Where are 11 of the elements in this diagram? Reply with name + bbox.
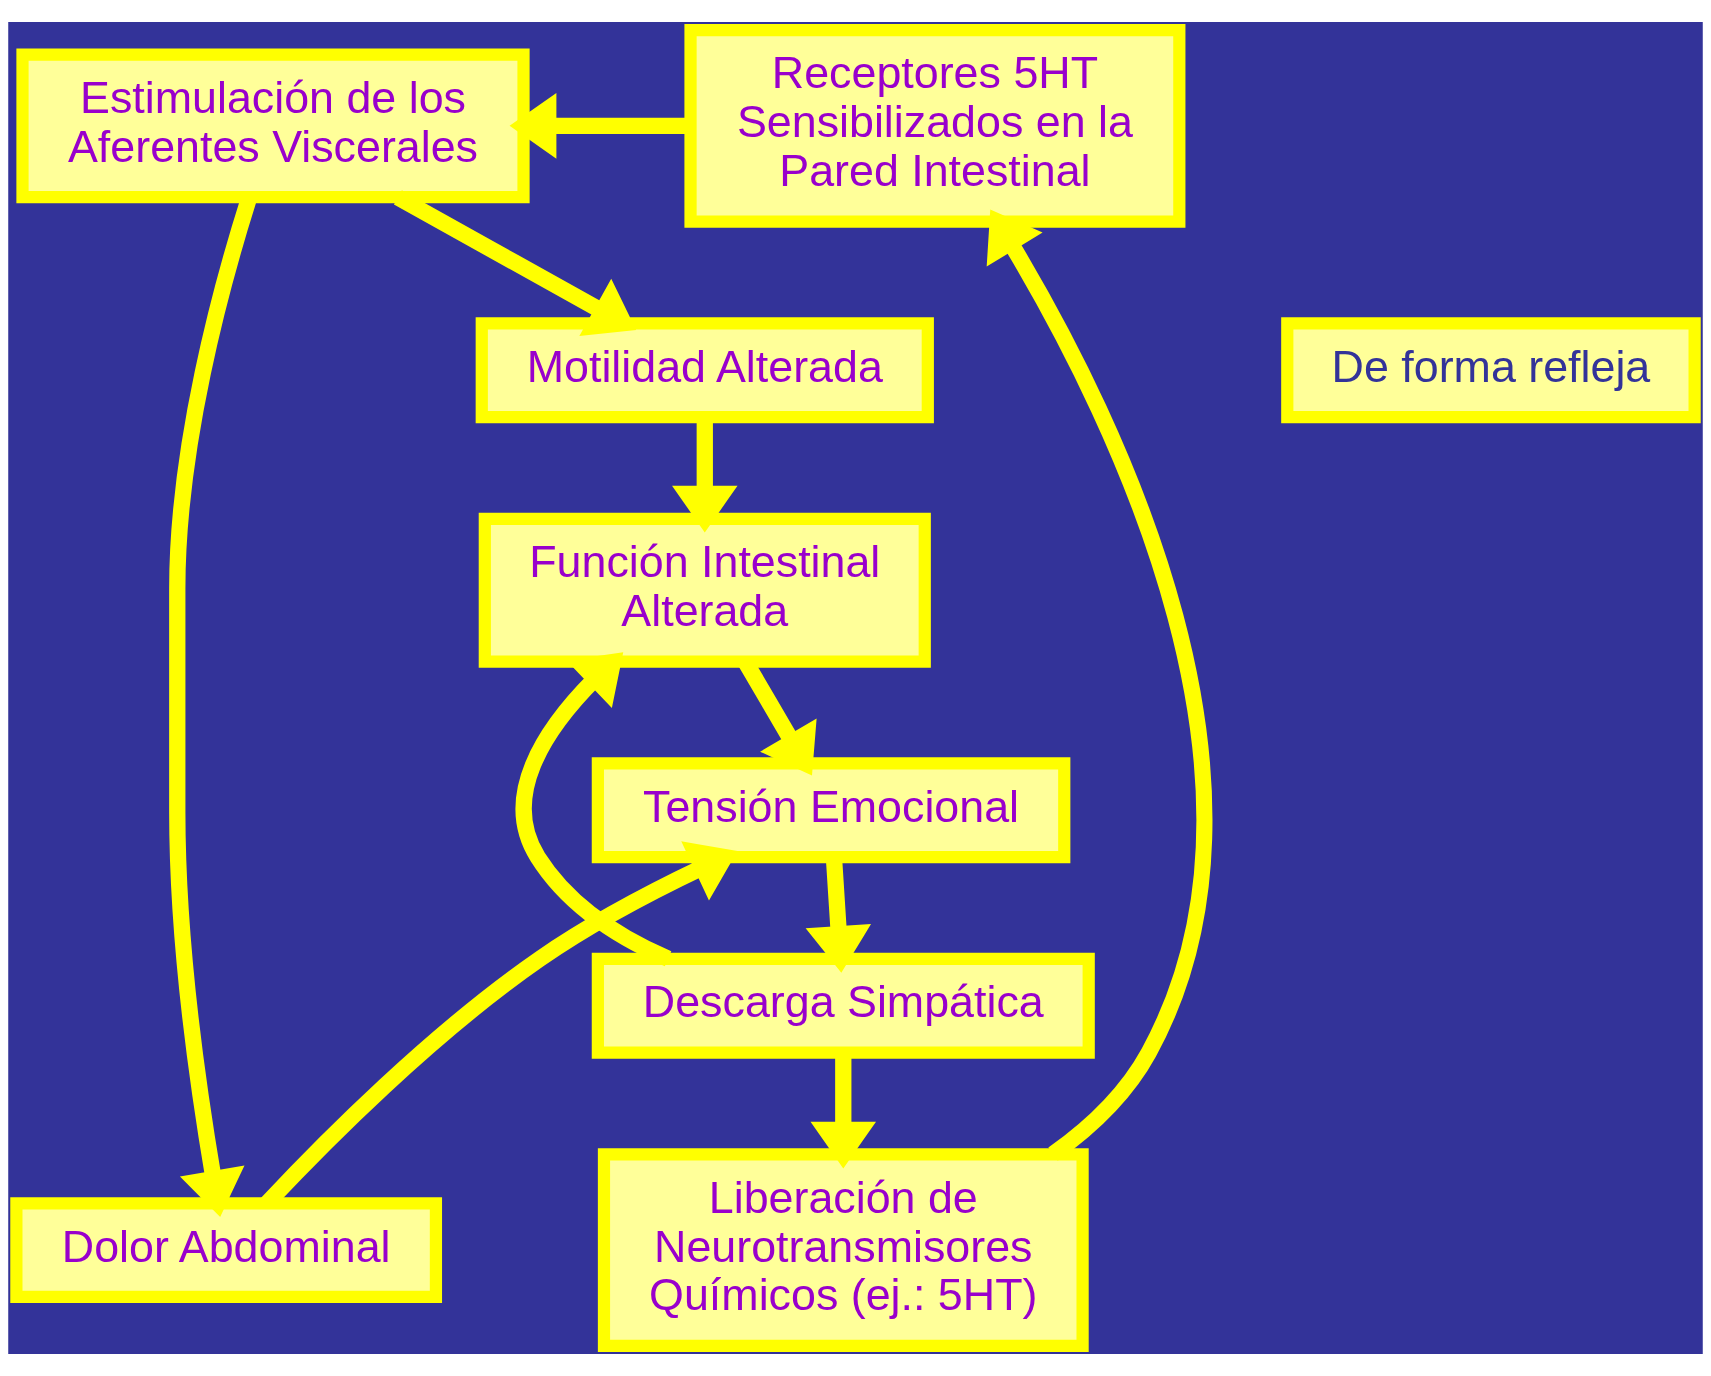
node-box: Función Intestinal Alterada [478, 512, 931, 668]
node-box: De forma refleja [1281, 317, 1701, 424]
node-box: Tensión Emocional [591, 757, 1071, 864]
arrow [986, 209, 1213, 1161]
node-box: Descarga Simpática [591, 952, 1095, 1059]
node-box: Motilidad Alterada [475, 317, 934, 424]
node-box: Dolor Abdominal [10, 1197, 443, 1304]
node-box: Estimulación de los Aferentes Viscerales [16, 48, 530, 204]
node-box: Liberación de Neurotransmisores Químicos (ej.: 5HT) [597, 1148, 1089, 1352]
node-box: Receptores 5HT Sensibilizados en la Pared Intestinal [684, 24, 1186, 228]
arrow [393, 190, 637, 336]
